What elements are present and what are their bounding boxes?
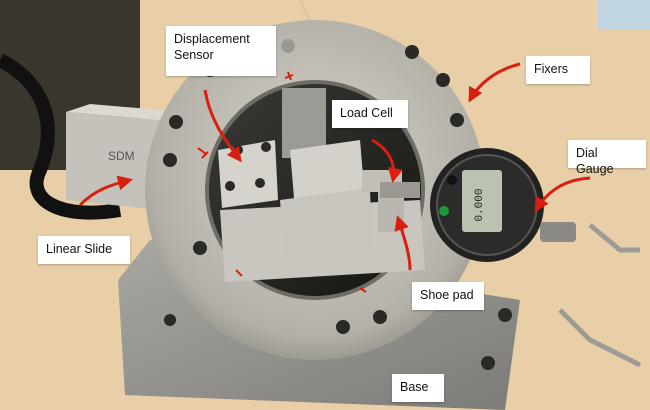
annotation-arrows bbox=[78, 62, 591, 271]
bolt bbox=[163, 153, 177, 167]
hex-key bbox=[588, 223, 640, 253]
gauge-cap bbox=[540, 222, 576, 242]
load-block-lower bbox=[280, 188, 372, 262]
gauge-display bbox=[462, 170, 502, 232]
bolt bbox=[450, 113, 464, 127]
bore-rim bbox=[205, 80, 425, 300]
label-base: Base bbox=[392, 374, 444, 402]
gauge-readout: 0.000 bbox=[474, 188, 486, 221]
bolt bbox=[164, 314, 176, 326]
ring-bolts bbox=[163, 39, 512, 370]
gauge-button-green bbox=[439, 206, 449, 216]
label-linear-slide: Linear Slide bbox=[38, 236, 130, 264]
arrow-shoe-pad bbox=[394, 215, 412, 271]
bolt bbox=[169, 115, 183, 129]
bolt bbox=[436, 73, 450, 87]
arrow-linear-slide bbox=[78, 175, 133, 207]
label-dial-gauge: Dial Gauge bbox=[568, 140, 646, 176]
corner-object bbox=[598, 0, 650, 30]
bolt bbox=[336, 320, 350, 334]
arrow-fixers bbox=[468, 62, 521, 103]
gauge-button bbox=[447, 175, 457, 185]
hex-key bbox=[558, 308, 642, 368]
arrow-dial-gauge bbox=[534, 176, 591, 213]
bolt bbox=[405, 45, 419, 59]
cable bbox=[0, 53, 122, 220]
label-shoe-pad: Shoe pad bbox=[412, 282, 484, 310]
linear-slide-top bbox=[66, 104, 185, 120]
bolt bbox=[193, 241, 207, 255]
gauge-stem bbox=[380, 182, 420, 198]
bolt bbox=[481, 356, 495, 370]
arrow-load-cell bbox=[371, 138, 403, 183]
red-marks bbox=[197, 71, 367, 293]
arrow-displacement-sensor bbox=[203, 89, 242, 163]
label-displacement-sensor: Displacement Sensor bbox=[166, 26, 276, 76]
label-fixers: Fixers bbox=[526, 56, 590, 84]
bolt bbox=[498, 308, 512, 322]
bolt bbox=[281, 39, 295, 53]
label-load-cell: Load Cell bbox=[332, 100, 408, 128]
bolt bbox=[373, 310, 387, 324]
linear-slide-body bbox=[66, 112, 160, 210]
slide-brand-text: SDM bbox=[108, 149, 135, 163]
